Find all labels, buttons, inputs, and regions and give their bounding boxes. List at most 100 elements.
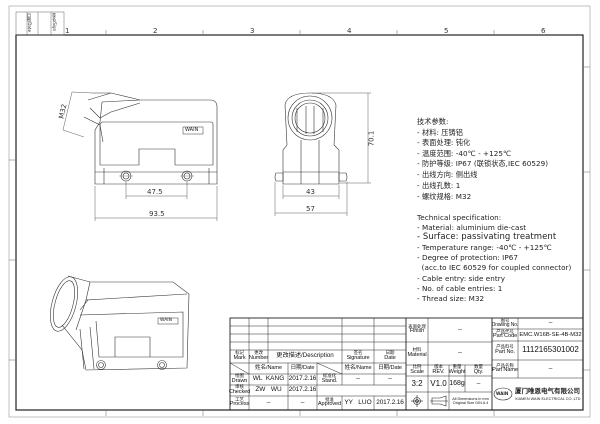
part-code-value: EMC.W16B-SE-4B-M32 — [518, 329, 583, 341]
spec-cn-line: - 温度范围: -40℃ - +125℃ — [417, 149, 512, 158]
value: WL KANG — [252, 375, 285, 383]
description-header: 更改描述/Description — [268, 350, 342, 363]
value: ZW WU — [255, 386, 282, 394]
outer-frame — [8, 5, 591, 418]
spec-en-line: - Degree of protection: IP67 — [417, 253, 518, 262]
logo-plate-iso: WAIN — [160, 318, 172, 323]
title-block-grid — [229, 317, 584, 411]
label-en: Mark — [233, 354, 246, 361]
units-note-1: All Dimensions in mm — [452, 397, 489, 402]
spec-cn-title: 技术参数: — [417, 117, 449, 126]
process-date: – — [288, 396, 317, 410]
scale-value: 3:2 — [406, 376, 428, 392]
company-name-en: XIAMEN WAIN ELECTRICAL CO.,LTD — [515, 397, 581, 401]
finish-value: – — [428, 318, 492, 342]
company-name-zh: 厦门唯恩电气有限公司 — [515, 387, 580, 395]
label-en: Drawn — [231, 377, 248, 384]
approved-name: YY LUO — [342, 396, 374, 410]
stand-name: – — [342, 374, 374, 385]
name-header: 姓名/Name — [342, 363, 374, 374]
zone-label: 2 — [153, 27, 158, 35]
label-en: Drawing No. — [491, 322, 519, 329]
spec-en-line: - No. of cable entries: 1 — [417, 284, 503, 293]
company-logo-text: WAIN — [496, 391, 509, 396]
name-header: 姓名/Name — [249, 363, 288, 374]
spec-en-line: (acc.to IEC 60529 for coupled connector) — [417, 263, 572, 272]
drawing-no-value: – — [518, 318, 583, 329]
rev-value: V1.0 — [428, 376, 449, 392]
label-en: Qty. — [473, 368, 484, 375]
label-en: Weight — [448, 368, 466, 375]
drawn-date: 2017.2.16 — [288, 374, 317, 385]
label-en: Checked — [228, 388, 251, 395]
value: 1112165301002 — [522, 345, 579, 355]
label-en: Process — [229, 401, 250, 408]
logo-plate-front: WAIN — [185, 127, 199, 133]
projection-symbol-icon — [411, 395, 448, 407]
label-en: Approved — [317, 401, 342, 408]
spec-cn-line: - 出线方向: 侧出线 — [417, 170, 478, 179]
isometric-view — [50, 275, 190, 371]
label: 日期/Date — [290, 364, 315, 371]
zone-label: 4 — [347, 27, 352, 35]
process-name: – — [249, 396, 288, 410]
label: 更改描述/Description — [276, 352, 334, 360]
spec-en-line: - Material: aluminium die-cast — [417, 223, 527, 232]
value: 2017.2.16 — [376, 398, 404, 406]
stamp-box-label: 签名/Sign — [52, 13, 57, 32]
label-en: Part Code — [492, 333, 518, 340]
spec-en-line: - Thread size: M32 — [417, 294, 485, 303]
label-en: Date — [384, 354, 396, 361]
label-zh: 表面处理 — [408, 323, 426, 329]
value: – — [388, 375, 392, 383]
spec-en-line: - Temperature range: -40℃ - +125℃ — [417, 243, 552, 252]
qty-value: – — [465, 376, 492, 392]
label-en: Signature — [346, 354, 370, 361]
zone-label: 6 — [541, 27, 546, 35]
label-zh: 数量 — [474, 364, 483, 370]
checked-name: ZW WU — [249, 385, 288, 396]
label-en: Part No. — [495, 348, 515, 355]
side-view — [274, 92, 371, 216]
value: V1.0 — [430, 378, 447, 388]
label-en: REV. — [432, 368, 445, 375]
value: – — [266, 398, 271, 406]
value: EMC.W16B-SE-4B-M32 — [519, 331, 582, 338]
label: 姓名/Name — [344, 364, 372, 371]
value: 168g — [449, 380, 465, 388]
label-en: Material — [407, 351, 427, 358]
value: YY LUO — [344, 398, 372, 406]
value: – — [458, 325, 462, 333]
drawn-name: WL KANG — [249, 374, 288, 385]
value: 2017.2.16 — [288, 386, 317, 394]
date-header: 日期/Date — [288, 363, 317, 374]
label-en: Scale — [410, 368, 424, 375]
label-en: Part Name — [492, 367, 518, 374]
value: – — [476, 379, 481, 387]
spec-cn-line: - 材料: 压铸铝 — [417, 128, 463, 137]
label-zh: 产品料号 — [496, 344, 514, 350]
label-zh: 日期 — [385, 350, 395, 356]
checked-date: 2017.2.16 — [288, 385, 317, 396]
spec-en-line: - Cable entry: side entry — [417, 274, 506, 283]
label-zh: 标准化 — [322, 373, 337, 379]
part-name-value: – — [518, 360, 583, 378]
approved-date: 2017.2.16 — [374, 396, 406, 410]
label-zh: 比例 — [412, 364, 422, 370]
